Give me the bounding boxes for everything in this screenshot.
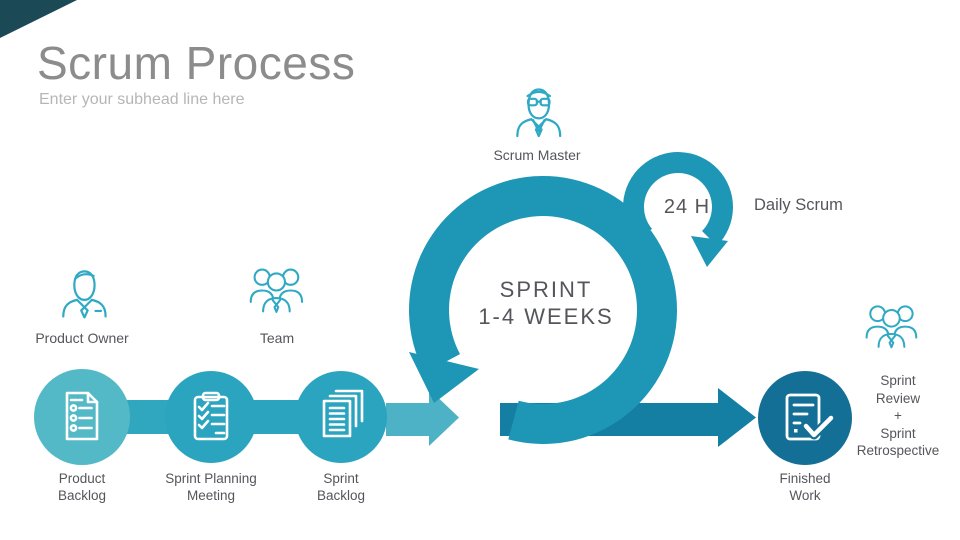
sprint-review-retrospective-label: Sprint Review + Sprint Retrospective (828, 372, 960, 460)
review-line-3: + (894, 408, 902, 423)
team-label: Team (259, 330, 295, 346)
sprint-planning-label: Sprint Planning Meeting (141, 470, 281, 504)
sprint-backlog-line1: Sprint (323, 471, 359, 486)
stacked-pages-icon (322, 389, 364, 438)
sprint-loop-label: SPRINT 1-4 WEEKS (446, 276, 646, 330)
daily-scrum-label: Daily Scrum (754, 196, 843, 214)
scrum-master-icon (516, 88, 562, 138)
team-icon (249, 268, 304, 313)
review-line-4: Sprint (880, 425, 916, 441)
sprint-planning-line2: Meeting (186, 488, 236, 503)
page-title: Scrum Process (37, 37, 356, 89)
daily-scrum-loop (623, 152, 734, 267)
sprint-backlog-line2: Backlog (316, 488, 366, 503)
page-subtitle: Enter your subhead line here (39, 91, 245, 108)
corner-accent-triangle (0, 0, 77, 38)
review-team-icon (865, 305, 918, 349)
product-backlog-label: Product Backlog (12, 470, 152, 504)
finished-work-line2: Work (789, 488, 821, 503)
product-owner-label: Product Owner (35, 330, 129, 346)
finished-work-line1: Finished (779, 471, 831, 486)
sprint-backlog-label: Sprint Backlog (271, 470, 411, 504)
sprint-loop-line1: SPRINT (499, 277, 593, 302)
finished-document-check-icon (785, 393, 836, 441)
scrum-master-label: Scrum Master (493, 147, 581, 163)
finished-work-label: Finished Work (735, 470, 875, 504)
sprint-planning-line1: Sprint Planning (165, 471, 257, 486)
product-backlog-line2: Backlog (57, 488, 107, 503)
sprint-loop-arrowhead (409, 352, 479, 403)
sprint-loop (409, 175, 678, 444)
product-backlog-line1: Product (58, 471, 106, 486)
review-line-5: Retrospective (856, 443, 940, 458)
clipboard-checklist-icon (193, 391, 229, 441)
sprint-planning-circle (165, 371, 257, 463)
sprint-loop-line2: 1-4 WEEKS (478, 304, 614, 329)
backlog-document-icon (65, 391, 99, 441)
daily-loop-duration: 24 H (663, 196, 711, 218)
daily-loop-arrowhead (691, 236, 728, 267)
entry-arrow (386, 389, 459, 446)
review-line-2: Review (875, 390, 921, 406)
review-line-1: Sprint (880, 373, 916, 388)
product-owner-icon (62, 270, 107, 319)
